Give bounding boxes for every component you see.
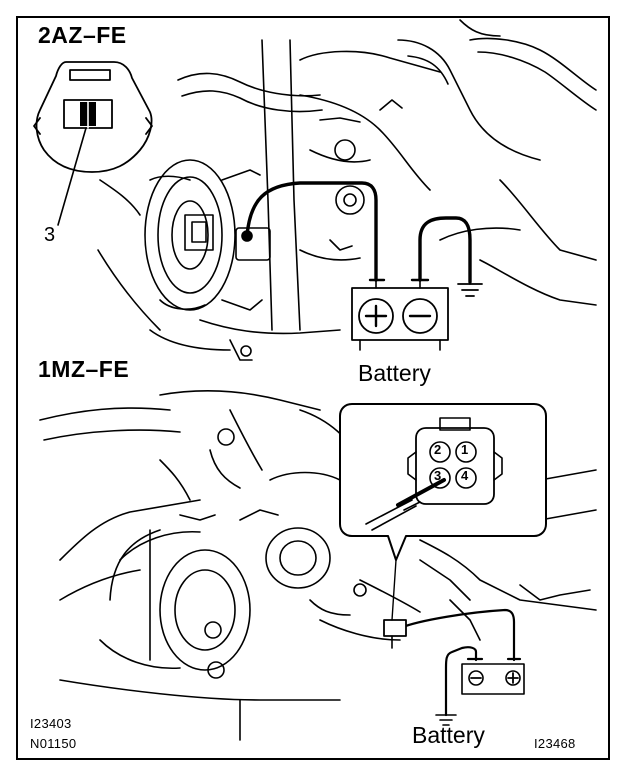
engine-1mz-fe-drawing <box>39 390 597 741</box>
engine-2az-fe-drawing <box>97 19 597 361</box>
figure-code-bottom-left: N01150 <box>30 736 77 751</box>
bottom-test-connector <box>383 619 407 637</box>
battery-label-top: Battery <box>358 360 431 386</box>
ground-symbol-bottom <box>435 714 457 726</box>
engine-title-1mz-fe: 1MZ–FE <box>38 356 130 382</box>
diagram-frame <box>16 16 610 760</box>
engine-title-2az-fe: 2AZ–FE <box>38 22 127 48</box>
figure-code-top-left: I23403 <box>30 716 72 731</box>
jumper-wire-bottom-ground <box>444 646 478 717</box>
jumper-wire-positive <box>245 181 378 282</box>
jumper-wire-ground <box>418 216 472 284</box>
battery-label-bottom: Battery <box>412 722 485 748</box>
pin-label-3: 3 <box>434 468 442 483</box>
pin-label-4: 4 <box>461 468 469 483</box>
ground-symbol-top <box>457 281 483 297</box>
connector-2az-inset <box>33 61 153 173</box>
battery-top <box>351 278 449 351</box>
battery-bottom <box>461 657 525 695</box>
callout-leader-3 <box>57 127 87 226</box>
connector-1mz-inset <box>339 403 547 621</box>
pin-label-1: 1 <box>461 442 469 457</box>
pin-label-2: 2 <box>434 442 442 457</box>
connector-callout-number: 3 <box>44 224 56 246</box>
figure-code-right: I23468 <box>534 736 576 751</box>
jumper-wire-bottom-positive <box>398 608 516 662</box>
